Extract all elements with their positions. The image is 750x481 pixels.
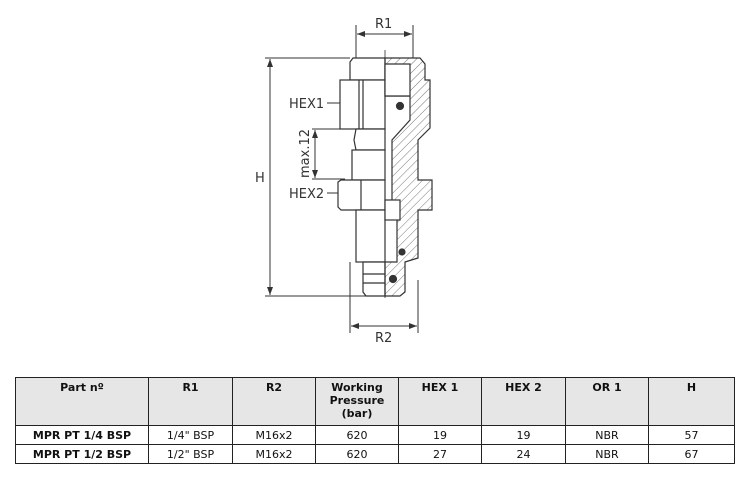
cell-r1: 1/2" BSP — [148, 444, 233, 464]
cell-or1: NBR — [565, 425, 649, 445]
max-label: max.12 — [298, 129, 313, 178]
col-header-pressure: Working Pressure (bar) — [315, 377, 399, 426]
specs-table: Part nº R1 R2 Working Pressure (bar) HEX… — [15, 377, 735, 464]
hex2-label: HEX2 — [289, 187, 324, 202]
cell-hex2: 19 — [481, 425, 566, 445]
cell-r1: 1/4" BSP — [148, 425, 233, 445]
cell-part: MPR PT 1/4 BSP — [15, 425, 149, 445]
col-header-part: Part nº — [15, 377, 149, 426]
cell-hex1: 19 — [398, 425, 482, 445]
cell-hex1: 27 — [398, 444, 482, 464]
cell-r2: M16x2 — [232, 425, 316, 445]
table-header-row: Part nº R1 R2 Working Pressure (bar) HEX… — [15, 377, 735, 426]
table-row: MPR PT 1/2 BSP 1/2" BSP M16x2 620 27 24 … — [15, 444, 735, 464]
h-label: H — [255, 171, 265, 186]
col-header-h: H — [648, 377, 735, 426]
col-header-hex2: HEX 2 — [481, 377, 566, 426]
col-header-or1: OR 1 — [565, 377, 649, 426]
cell-part: MPR PT 1/2 BSP — [15, 444, 149, 464]
cell-r2: M16x2 — [232, 444, 316, 464]
cell-hex2: 24 — [481, 444, 566, 464]
cell-or1: NBR — [565, 444, 649, 464]
col-header-hex1: HEX 1 — [398, 377, 482, 426]
cell-pressure: 620 — [315, 425, 399, 445]
cell-pressure: 620 — [315, 444, 399, 464]
col-header-r1: R1 — [148, 377, 233, 426]
table-row: MPR PT 1/4 BSP 1/4" BSP M16x2 620 19 19 … — [15, 425, 735, 445]
col-header-r2: R2 — [232, 377, 316, 426]
r1-label: R1 — [375, 17, 392, 32]
cell-h: 57 — [648, 425, 735, 445]
r2-label: R2 — [375, 331, 392, 346]
hex1-label: HEX1 — [289, 97, 324, 112]
cell-h: 67 — [648, 444, 735, 464]
fitting-drawing: R1 R2 H HEX1 HEX2 max.12 — [255, 17, 433, 346]
